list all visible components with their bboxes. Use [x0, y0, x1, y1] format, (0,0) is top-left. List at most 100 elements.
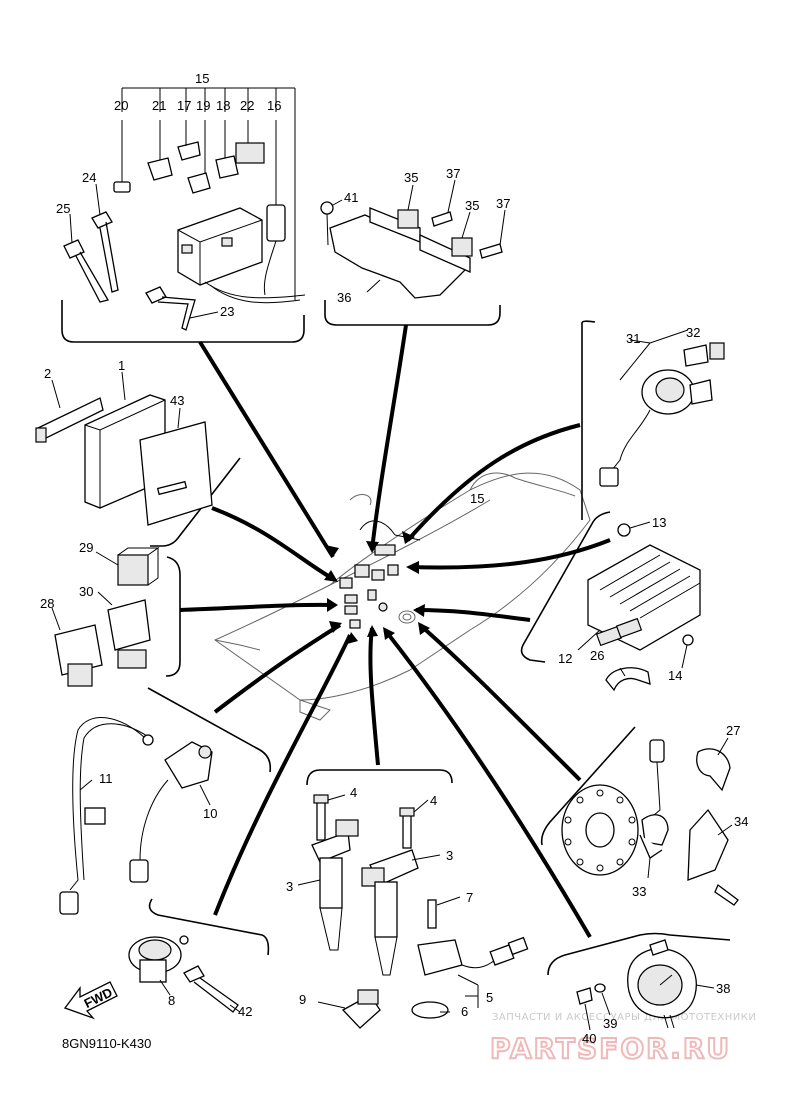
sensors-group — [317, 896, 529, 1029]
callout-25: 25 — [56, 201, 70, 216]
clamp-26 — [605, 667, 651, 692]
forward-arrow-icon: FWD — [63, 981, 118, 1020]
rectifier-12 — [587, 544, 701, 651]
callout-40: 40 — [582, 1031, 596, 1046]
callout-22: 22 — [240, 98, 254, 113]
callout-20: 20 — [114, 98, 128, 113]
o-ring-6 — [411, 1001, 449, 1019]
relay-30 — [107, 599, 151, 651]
relay-29 — [117, 554, 149, 586]
watermark: ЗАПЧАСТИ И АКСЕССУАРЫ ДЛЯ МОТОТЕХНИКИ PA… — [489, 1012, 756, 1066]
relay-bracket-group — [320, 179, 506, 299]
callout-39: 39 — [603, 1016, 617, 1031]
callout-13: 13 — [652, 515, 666, 530]
clamp-27 — [696, 748, 731, 792]
callout-32: 32 — [686, 325, 700, 340]
callout-16: 16 — [267, 98, 281, 113]
callout-18: 18 — [216, 98, 230, 113]
callout-17: 17 — [177, 98, 191, 113]
callout-4a: 4 — [350, 785, 357, 800]
callout-8: 8 — [168, 993, 175, 1008]
callout-43: 43 — [170, 393, 184, 408]
connector-27a — [649, 739, 665, 763]
fuse-22 — [235, 142, 265, 164]
callout-15a: 15 — [195, 71, 209, 86]
callout-10: 10 — [203, 806, 217, 821]
key-32 — [683, 344, 709, 367]
callout-33: 33 — [632, 884, 646, 899]
cable-tie-25 — [63, 239, 109, 303]
bolt-37a — [431, 211, 453, 227]
diagram-code: 8GN9110-K430 — [62, 1036, 151, 1051]
bracket-34 — [687, 808, 729, 881]
callout-numbers: 15 20 21 17 19 18 22 16 24 25 23 41 35 3… — [40, 71, 748, 1046]
cable-tie-24 — [91, 211, 119, 293]
callout-12: 12 — [558, 651, 572, 666]
callout-24: 24 — [82, 170, 96, 185]
callout-29: 29 — [79, 540, 93, 555]
callout-19: 19 — [196, 98, 210, 113]
callout-26: 26 — [590, 648, 604, 663]
nut-40 — [576, 987, 593, 1005]
screw-41 — [320, 201, 334, 215]
pickup-group — [561, 737, 739, 906]
callout-35a: 35 — [404, 170, 418, 185]
callout-38: 38 — [716, 981, 730, 996]
callout-3a: 3 — [446, 848, 453, 863]
bolt-34 — [714, 883, 739, 906]
hull-frame-drawing — [213, 472, 591, 721]
fuse-20 — [113, 181, 131, 193]
callout-31: 31 — [626, 331, 640, 346]
pickup-33 — [641, 814, 669, 846]
bolt-4a — [316, 799, 326, 841]
callout-14: 14 — [668, 668, 682, 683]
callout-37b: 37 — [496, 196, 510, 211]
cable-tie-42 — [183, 965, 239, 1013]
connector-11 — [84, 807, 106, 825]
ecu-cover-43 — [139, 421, 213, 526]
callout-42: 42 — [238, 1004, 252, 1019]
callout-36: 36 — [337, 290, 351, 305]
fuse-18 — [215, 155, 239, 179]
callout-28: 28 — [40, 596, 54, 611]
ignition-coil-3b — [374, 881, 398, 938]
callout-41: 41 — [344, 190, 358, 205]
callout-6: 6 — [461, 1004, 468, 1019]
callout-23: 23 — [220, 304, 234, 319]
rectifier-group — [577, 521, 701, 692]
lead-sensor-group — [59, 717, 213, 915]
callout-34: 34 — [734, 814, 748, 829]
bolt-13 — [617, 523, 631, 537]
relay-28 — [54, 624, 103, 676]
callout-11: 11 — [99, 771, 113, 786]
group-brackets — [61, 300, 731, 976]
nut-14 — [682, 634, 694, 646]
callout-1: 1 — [118, 358, 125, 373]
switch-group — [128, 935, 241, 1013]
bolt-4b — [402, 811, 412, 849]
fuse-17 — [177, 141, 201, 161]
callout-35b: 35 — [465, 198, 479, 213]
fuse-box-group — [63, 87, 306, 331]
bolt-37b — [479, 243, 503, 259]
cable-tie-23 — [145, 286, 196, 331]
ignition-coils-group — [297, 794, 441, 976]
fuse-19 — [187, 172, 211, 194]
callout-5: 5 — [486, 990, 493, 1005]
ignition-coil-3a — [319, 857, 343, 909]
ecu-group — [35, 371, 213, 526]
fuse-holder-16 — [266, 204, 286, 242]
callout-9: 9 — [299, 992, 306, 1007]
washer-39 — [594, 983, 606, 993]
main-switch-group — [599, 329, 725, 487]
callout-2: 2 — [44, 366, 51, 381]
callout-rays — [179, 324, 611, 939]
key-fob-32 — [709, 342, 725, 360]
switch-connector — [599, 467, 619, 487]
watermark-brand: PARTSFOR.RU — [490, 1032, 731, 1065]
callout-4b: 4 — [430, 793, 437, 808]
bolt-7 — [427, 899, 437, 929]
callout-30: 30 — [79, 584, 93, 599]
gauge-group — [576, 939, 715, 1031]
